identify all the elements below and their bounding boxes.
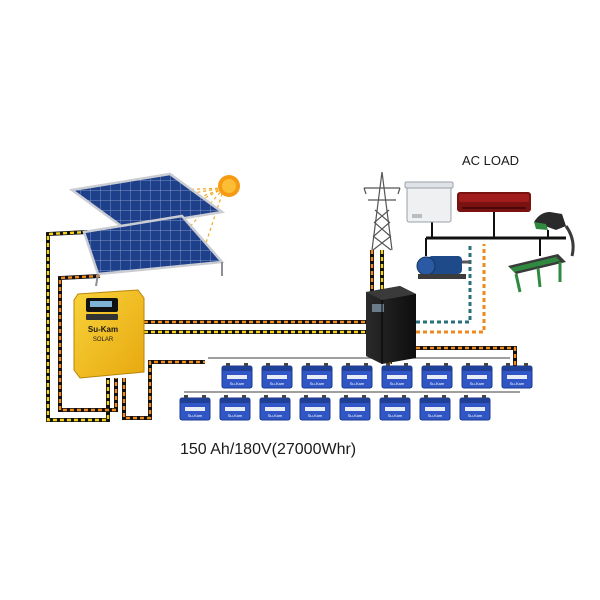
battery-brand: Su-Kam xyxy=(188,413,203,418)
battery-bank-label: 150 Ah/180V(27000Whr) xyxy=(180,441,356,458)
battery-brand: Su-Kam xyxy=(430,381,445,386)
battery-icon: Su-Kam xyxy=(179,395,211,421)
battery-brand: Su-Kam xyxy=(270,381,285,386)
battery-brand: Su-Kam xyxy=(510,381,525,386)
wire-controller-batteries-inner xyxy=(122,360,205,420)
battery-icon: Su-Kam xyxy=(221,363,253,389)
wire-inverter-load-b xyxy=(416,244,486,334)
wiring-layer xyxy=(46,212,566,422)
battery-brand: Su-Kam xyxy=(348,413,363,418)
freezer-icon xyxy=(404,181,454,223)
wire-inverter-load-a xyxy=(416,244,472,324)
charge-controller-icon: Su-Kam SOLAR xyxy=(73,289,145,379)
battery-brand: Su-Kam xyxy=(268,413,283,418)
battery-icon: Su-Kam xyxy=(381,363,413,389)
battery-icon: Su-Kam xyxy=(459,395,491,421)
wire-panel-controller-b-inner xyxy=(58,274,118,412)
battery-brand: Su-Kam xyxy=(428,413,443,418)
battery-icon: Su-Kam xyxy=(219,395,251,421)
battery-brand: Su-Kam xyxy=(468,413,483,418)
battery-brand: Su-Kam xyxy=(470,381,485,386)
controller-brand: Su-Kam xyxy=(88,325,118,334)
battery-icon: Su-Kam xyxy=(341,363,373,389)
sun-icon xyxy=(218,175,240,197)
controller-sub-brand: SOLAR xyxy=(93,337,114,343)
battery-brand: Su-Kam xyxy=(388,413,403,418)
battery-icon: Su-Kam xyxy=(501,363,533,389)
battery-icon: Su-Kam xyxy=(379,395,411,421)
air-conditioner-icon xyxy=(457,192,531,212)
ac-load-label: AC LOAD xyxy=(462,153,519,168)
battery-brand: Su-Kam xyxy=(230,381,245,386)
transmission-tower-icon xyxy=(363,171,401,251)
battery-icon: Su-Kam xyxy=(259,395,291,421)
battery-icon: Su-Kam xyxy=(421,363,453,389)
conveyor-icon xyxy=(508,254,566,293)
battery-icon: Su-Kam xyxy=(261,363,293,389)
battery-icon: Su-Kam xyxy=(301,363,333,389)
battery-brand: Su-Kam xyxy=(310,381,325,386)
inverter-icon xyxy=(366,286,416,364)
battery-icon: Su-Kam xyxy=(461,363,493,389)
battery-icon: Su-Kam xyxy=(419,395,451,421)
battery-icon: Su-Kam xyxy=(299,395,331,421)
battery-brand: Su-Kam xyxy=(350,381,365,386)
solar-panel-icon xyxy=(68,172,226,287)
wire-panel-controller-a-inner xyxy=(46,230,110,422)
water-pump-icon xyxy=(416,256,470,279)
fuel-nozzle-icon xyxy=(534,212,575,257)
battery-icon: Su-Kam xyxy=(339,395,371,421)
battery-brand: Su-Kam xyxy=(390,381,405,386)
battery-brand: Su-Kam xyxy=(308,413,323,418)
battery-brand: Su-Kam xyxy=(228,413,243,418)
